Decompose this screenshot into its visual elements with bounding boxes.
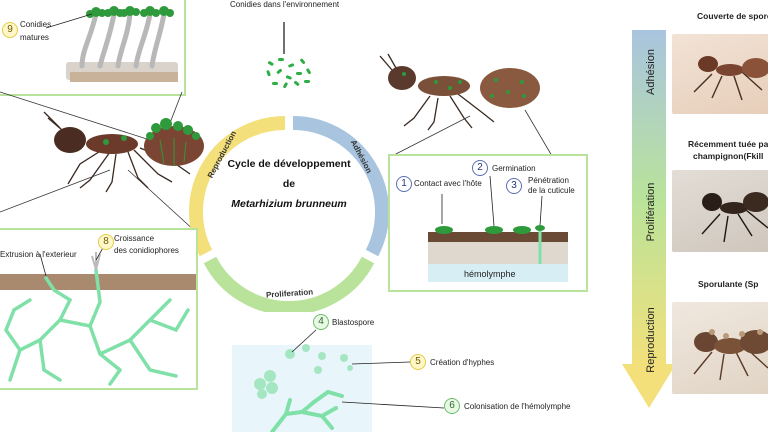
conidiophore-illustration: [45, 6, 178, 82]
stage-9-label-line2: matures: [20, 33, 49, 42]
cuticle-illustration: [428, 175, 568, 282]
cycle-title-line1: Cycle de développement: [227, 158, 351, 170]
photo-caption-spore-covered: Couverte de spores (: [697, 11, 768, 21]
ant-photo-1: [693, 56, 768, 101]
stage-9-label: Conidies matures: [20, 20, 51, 42]
stage-3-label: Pénétration de la cuticule: [528, 176, 575, 195]
environment-conidia-label: Conidies dans l'environnement: [230, 0, 340, 9]
panel-adhesion: 1 Contact avec l'hôte 2 Germination 3 Pé…: [388, 154, 588, 292]
stage-8-label: Croissance des conidiophores: [114, 234, 179, 255]
photo-spore-covered-ant: [672, 34, 768, 114]
photo-caption-sporulating: Sporulante (Sp: [698, 279, 759, 289]
ant-left-illustration: [43, 111, 204, 193]
timeline-phase-proliferation: Prolifération: [645, 182, 657, 242]
stage-8-badge: 8: [98, 234, 114, 250]
stage-6-badge: 6: [444, 398, 460, 414]
stage-3-label-line2: de la cuticule: [528, 186, 575, 195]
stage-5-badge: 5: [410, 354, 426, 370]
hemolymph-label: hémolymphe: [464, 269, 516, 279]
stage-7-label: Extrusion à l'exterieur: [0, 250, 77, 259]
ant-photo-2: [701, 192, 768, 243]
panel-mature-conidia: 9 Conidies matures: [0, 0, 186, 96]
panel-proliferation: [232, 345, 372, 432]
stage-2-label: Germination: [492, 164, 536, 173]
panel-extrusion: Extrusion à l'exterieur 8 Croissance des…: [0, 228, 198, 390]
stage-8-label-line1: Croissance: [114, 234, 155, 243]
stage-9-badge: 9: [2, 22, 18, 38]
ant-photo-3: [693, 329, 768, 381]
stage-4-badge: 4: [313, 314, 329, 330]
extrusion-illustration: [0, 245, 196, 388]
ant-right-illustration: [379, 53, 540, 131]
stage-1-badge: 1: [396, 176, 412, 192]
arc-adhesion: [292, 116, 389, 257]
stage-6-label: Colonisation de l'hémolymphe: [464, 402, 571, 411]
photo-recently-killed-ant: [672, 170, 768, 252]
cycle-title-line2: de: [282, 178, 296, 190]
photo-caption-recently-killed-line1: Récemment tuée pa: [688, 139, 768, 149]
timeline-phase-reproduction: Reproduction: [645, 307, 657, 373]
stage-1-label: Contact avec l'hôte: [414, 179, 482, 188]
stage-3-badge: 3: [506, 178, 522, 194]
timeline-arrow: [622, 30, 676, 408]
stage-3-label-line1: Pénétration: [528, 176, 569, 185]
stage-4-label: Blastospore: [332, 318, 375, 327]
photo-sporulating-ant: [672, 302, 768, 394]
stage-8-label-line2: des conidiophores: [114, 246, 179, 255]
proliferation-illustration: [254, 329, 445, 432]
stage-2-badge: 2: [472, 160, 488, 176]
arc-proliferation: [203, 256, 375, 312]
stage-5-label: Création d'hyphes: [430, 358, 495, 367]
stage-9-label-line1: Conidies: [20, 20, 52, 29]
photo-caption-recently-killed-line2: champignon(Fkill: [692, 151, 764, 161]
photo-caption-recently-killed: Récemment tuée pa champignon(Fkill: [688, 140, 768, 161]
timeline-phase-adhesion: Adhésion: [645, 49, 657, 95]
cycle-title: Cycle de développement de Metarhizium br…: [214, 156, 364, 212]
environment-conidia-cluster: [266, 58, 311, 89]
cycle-species: Metarhizium brunneum: [231, 198, 347, 210]
